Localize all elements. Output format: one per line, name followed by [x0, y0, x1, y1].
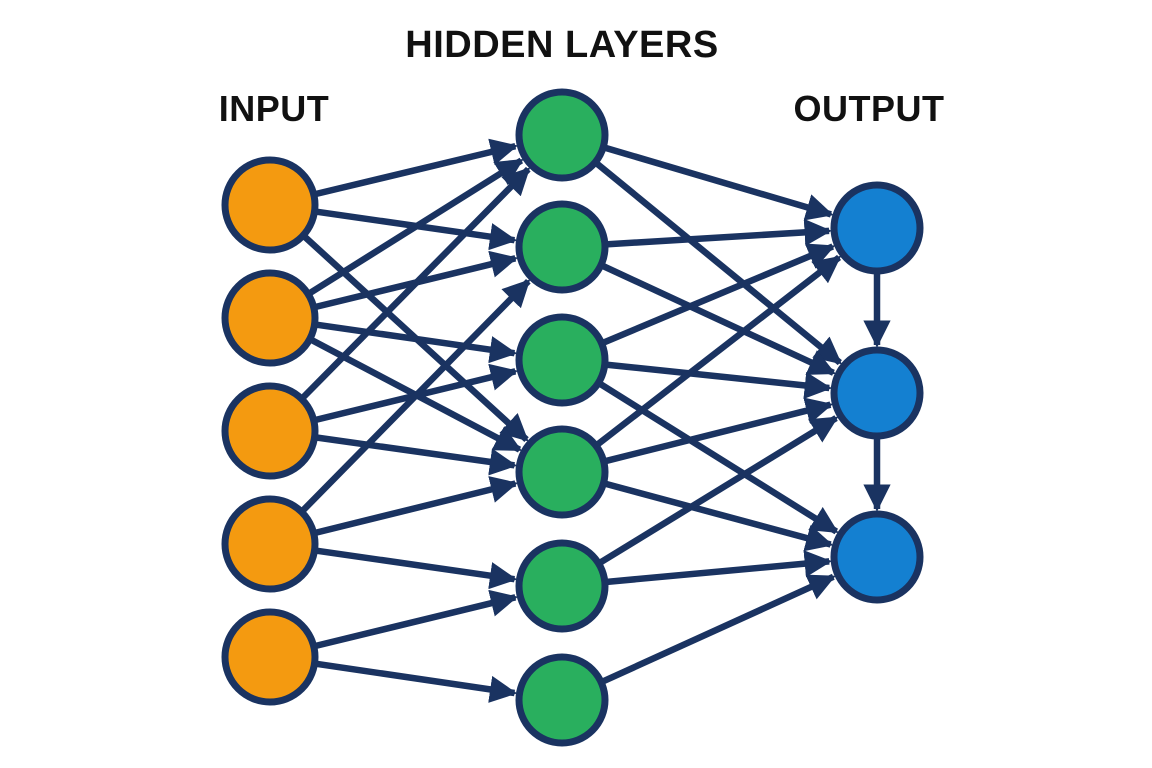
hidden-node-h3 — [515, 313, 609, 407]
edges-layer — [299, 138, 891, 703]
edge-h6-o3 — [600, 573, 836, 685]
edge-i3-h4 — [315, 434, 518, 476]
edge-i2-h3 — [315, 321, 518, 364]
edge-h5-o3 — [605, 550, 832, 586]
hidden-node-h6 — [515, 653, 609, 747]
input-node-i1 — [221, 156, 319, 254]
edge-h4-o2 — [603, 397, 834, 465]
edge-h2-o2 — [600, 262, 836, 376]
input-node-i5 — [221, 608, 319, 706]
edge-i5-h6 — [315, 660, 518, 703]
edge-i5-h5 — [313, 589, 519, 650]
edge-h3-o3 — [597, 380, 839, 535]
edge-i1-h1 — [313, 138, 518, 198]
edge-h2-o1 — [605, 218, 832, 248]
edge-h4-o1 — [594, 254, 842, 448]
edge-i4-h2 — [299, 278, 531, 514]
output-label: OUTPUT — [794, 88, 945, 129]
edge-h4-o3 — [603, 480, 834, 552]
hidden-layers-label: HIDDEN LAYERS — [405, 24, 718, 66]
edge-i4-h5 — [315, 547, 518, 590]
hidden-node-h2 — [515, 200, 609, 294]
edge-i4-h4 — [313, 476, 519, 537]
edge-h5-o2 — [597, 415, 839, 566]
hidden-node-h1 — [515, 88, 609, 182]
edge-i2-h1 — [307, 157, 524, 297]
edge-h1-o2 — [593, 160, 842, 366]
edge-i3-h1 — [299, 166, 531, 401]
input-node-i2 — [221, 269, 319, 367]
edge-h1-o1 — [603, 144, 834, 221]
hidden-node-h5 — [515, 539, 609, 633]
nodes-layer — [221, 88, 924, 747]
output-node-o3 — [830, 510, 924, 604]
output-node-o2 — [830, 346, 924, 440]
hidden-node-h4 — [515, 425, 609, 519]
edge-h3-o1 — [601, 243, 836, 346]
output-node-o1 — [830, 181, 924, 275]
edge-h3-o2 — [605, 361, 832, 400]
input-label: INPUT — [219, 88, 330, 129]
input-node-i4 — [221, 495, 319, 593]
input-node-i3 — [221, 382, 319, 480]
